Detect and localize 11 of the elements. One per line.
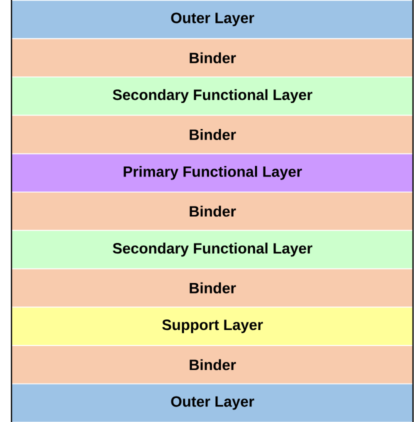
layer-band: Binder: [12, 269, 414, 307]
layer-band: Binder: [12, 192, 414, 230]
layer-band: Binder: [12, 346, 414, 384]
layer-band: Outer Layer: [12, 0, 414, 38]
layer-band: Outer Layer: [12, 384, 414, 422]
layer-band: Secondary Functional Layer: [12, 77, 414, 115]
layer-band: Support Layer: [12, 308, 414, 345]
layer-band: Secondary Functional Layer: [12, 230, 414, 268]
layer-band: Binder: [12, 116, 414, 154]
layer-band: Binder: [12, 39, 414, 76]
layer-band: Primary Functional Layer: [12, 154, 414, 192]
